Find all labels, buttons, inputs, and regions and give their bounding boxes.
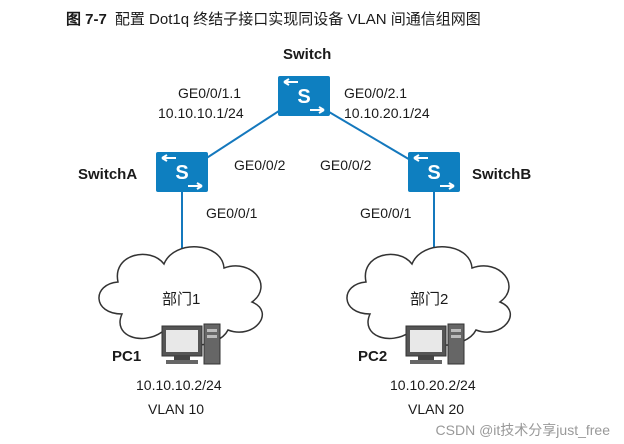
pc1-ip: 10.10.10.2/24 [136,377,222,393]
figure-number: 图 7-7 [66,11,107,28]
figure-title: 图 7-7 配置 Dot1q 终结子接口实现同设备 VLAN 间通信组网图 [66,8,481,29]
core-switch-name: Switch [283,46,332,63]
switch-b-name: SwitchB [472,166,532,183]
figure-caption: 配置 Dot1q 终结子接口实现同设备 VLAN 间通信组网图 [114,11,481,28]
core-ip-left: 10.10.10.1/24 [158,105,244,121]
pc2-name: PC2 [358,348,388,365]
switch-icon [155,151,209,193]
switch-icon [407,151,461,193]
dept1-label: 部门1 [162,291,201,308]
switch-a-port-down: GE0/0/1 [206,205,258,221]
core-port-left: GE0/0/1.1 [178,85,242,101]
core-ip-right: 10.10.20.1/24 [344,105,430,121]
pc-icon [405,323,465,365]
pc2-vlan: VLAN 20 [408,401,465,417]
pc-icon [161,323,221,365]
dept2-label: 部门2 [410,291,449,308]
switch-b-port-down: GE0/0/1 [360,205,412,221]
pc1-vlan: VLAN 10 [148,401,205,417]
switch-b-port-up: GE0/0/2 [320,157,372,173]
switch-a-name: SwitchA [78,166,138,183]
switch-icon [277,75,331,117]
core-port-right: GE0/0/2.1 [344,85,408,101]
pc2-ip: 10.10.20.2/24 [390,377,476,393]
pc1-name: PC1 [112,348,142,365]
switch-a-port-up: GE0/0/2 [234,157,286,173]
watermark: CSDN @it技术分享just_free [435,422,610,438]
